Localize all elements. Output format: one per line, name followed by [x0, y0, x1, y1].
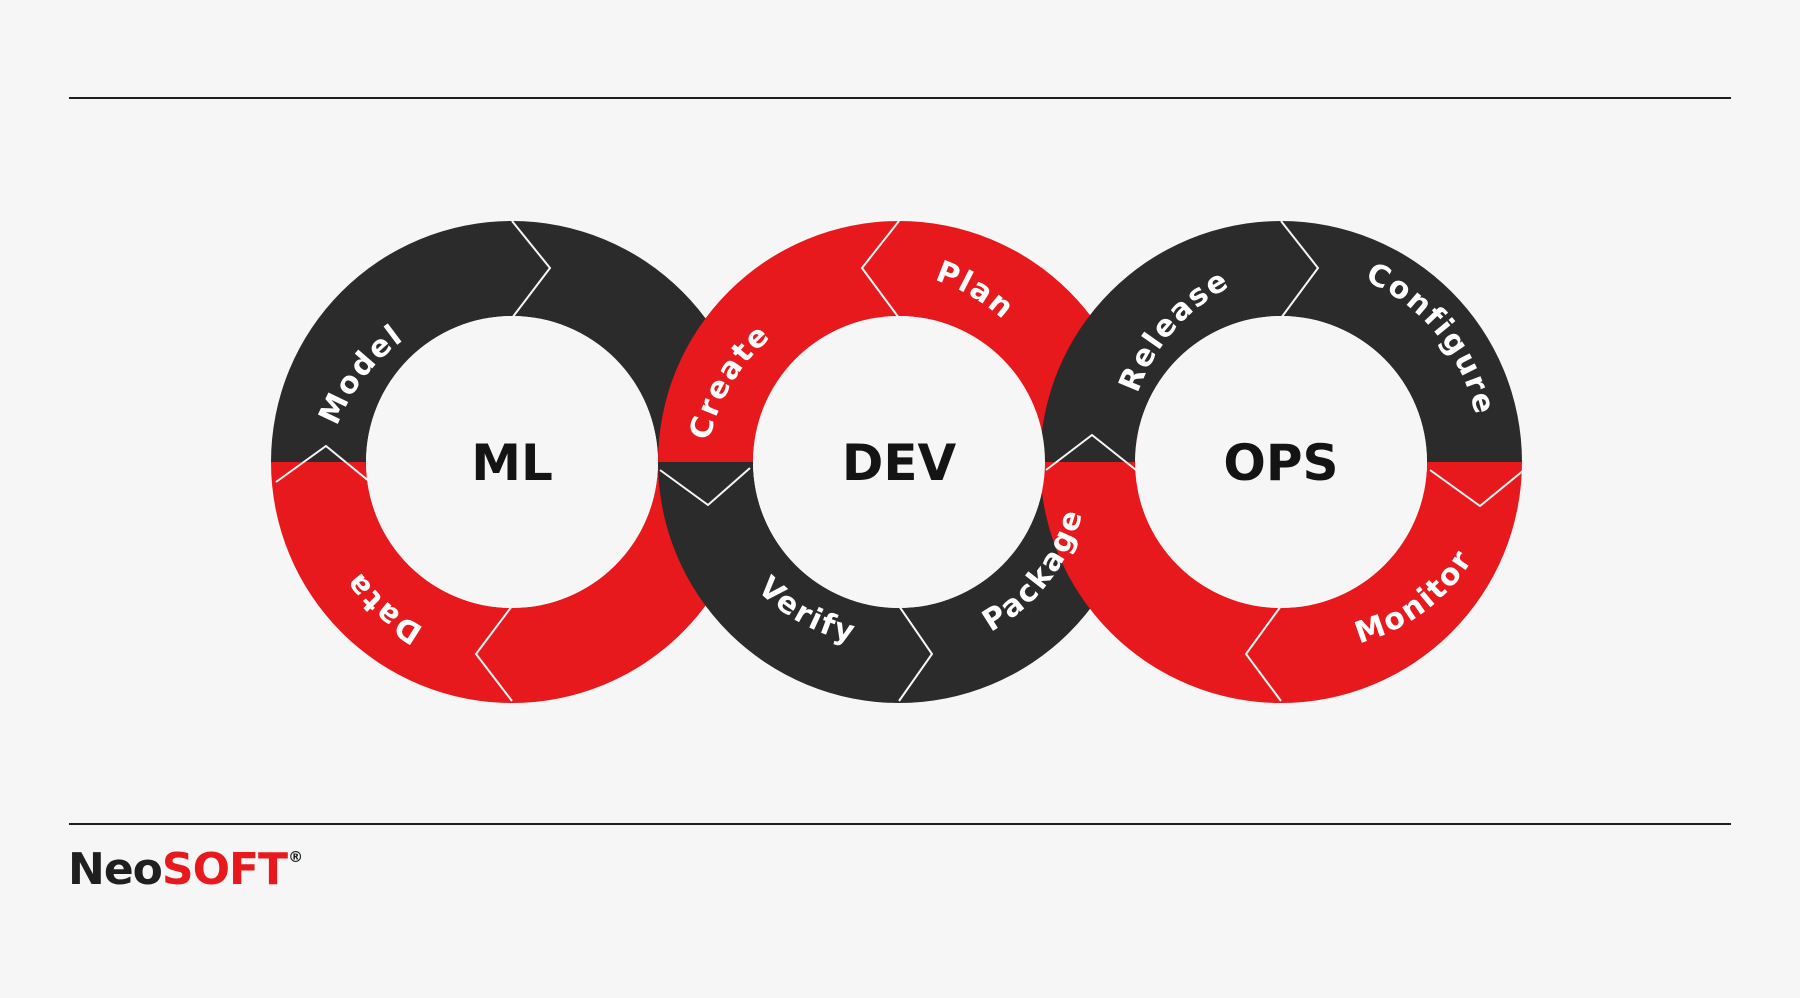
dev-segment-top	[658, 221, 1140, 462]
dev-seam-top	[860, 220, 900, 319]
ml-seam-left	[275, 444, 371, 483]
ops-seam-top	[1280, 220, 1320, 319]
ring-ops	[1040, 221, 1522, 703]
ml-seam-bottom	[474, 605, 513, 702]
ml-seam-right	[659, 467, 751, 507]
neosoft-logo: NeoSOFT®	[68, 848, 303, 892]
ml-center	[366, 316, 658, 608]
seams	[275, 220, 1525, 702]
ml-seam-top	[511, 220, 552, 319]
ops-center	[1135, 316, 1427, 608]
ring-title-dev: DEV	[842, 434, 957, 492]
ml-segment-data	[271, 462, 753, 703]
ring-title-ops: OPS	[1223, 434, 1338, 492]
ring-dev	[658, 221, 1140, 703]
ring-titles: ML DEV OPS	[471, 434, 1338, 492]
ops-seam-right	[1429, 469, 1525, 508]
centers	[366, 316, 1427, 608]
bottom-divider	[69, 823, 1731, 825]
ops-segment-bottom	[1040, 462, 1522, 703]
ring-ml	[271, 221, 753, 703]
ring-title-ml: ML	[471, 434, 553, 492]
top-divider	[69, 97, 1731, 99]
dev-center	[753, 316, 1045, 608]
dev-segment-bottom	[658, 462, 1140, 703]
registered-mark: ®	[288, 848, 303, 867]
ops-segment-top	[1040, 221, 1522, 462]
ops-seam-bottom	[1244, 605, 1282, 702]
ml-segment-model	[271, 221, 753, 462]
logo-part-soft: SOFT	[161, 844, 288, 895]
logo-part-neo: Neo	[68, 844, 163, 895]
dev-seam-bottom	[898, 605, 934, 702]
dev-seam-right	[1045, 433, 1137, 471]
